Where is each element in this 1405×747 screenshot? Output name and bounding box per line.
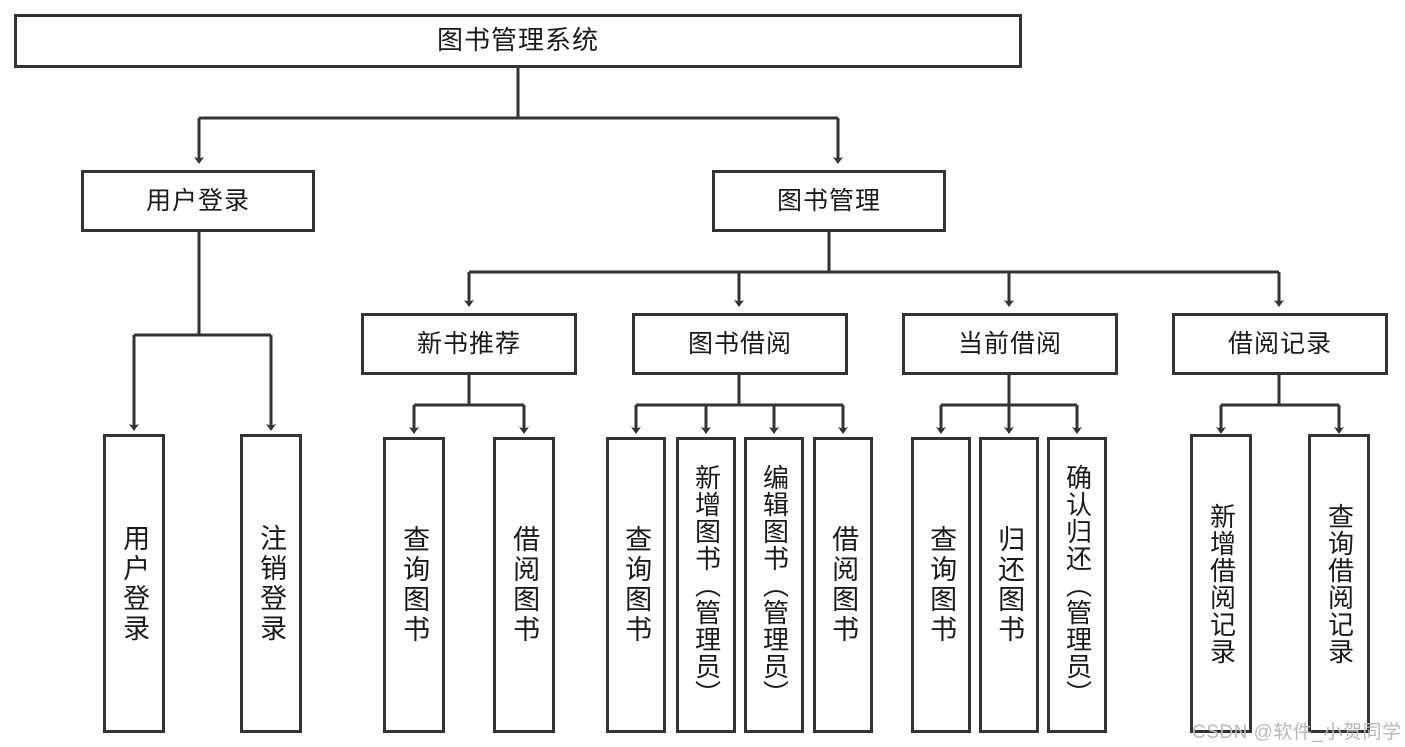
node-leaf-query-borrow-record[interactable]: 查询借阅记录 <box>1308 434 1370 733</box>
node-current-borrow[interactable]: 当前借阅 <box>902 313 1118 375</box>
node-label: 当前借阅 <box>957 330 1062 358</box>
node-borrow-record[interactable]: 借阅记录 <box>1172 313 1388 375</box>
node-label: 新增图书（管理员） <box>691 463 722 707</box>
node-label: 查询图书 <box>926 525 957 645</box>
node-label: 借阅图书 <box>828 525 859 645</box>
node-label: 用户登录 <box>145 187 250 215</box>
node-label: 编辑图书（管理员） <box>759 463 790 707</box>
node-leaf-add-book-admin[interactable]: 新增图书（管理员） <box>676 437 736 733</box>
node-leaf-user-login[interactable]: 用户登录 <box>103 434 165 733</box>
node-label: 新书推荐 <box>416 330 521 358</box>
node-user-login[interactable]: 用户登录 <box>81 170 315 232</box>
node-leaf-borrow-book-recommend[interactable]: 借阅图书 <box>493 437 555 733</box>
node-leaf-query-book-borrow[interactable]: 查询图书 <box>606 437 666 733</box>
node-label: 图书管理系统 <box>436 25 599 56</box>
node-label: 确认归还（管理员） <box>1062 463 1093 707</box>
node-label: 图书借阅 <box>687 330 792 358</box>
node-label: 用户登录 <box>119 523 150 644</box>
node-label: 借阅记录 <box>1227 330 1332 358</box>
node-leaf-return-book[interactable]: 归还图书 <box>979 437 1039 733</box>
node-label: 注销登录 <box>256 523 287 644</box>
node-book-borrow[interactable]: 图书借阅 <box>632 313 848 375</box>
node-leaf-confirm-return-admin[interactable]: 确认归还（管理员） <box>1047 437 1107 733</box>
node-new-book-recommend[interactable]: 新书推荐 <box>361 313 577 375</box>
node-leaf-borrow-book[interactable]: 借阅图书 <box>813 437 873 733</box>
node-leaf-edit-book-admin[interactable]: 编辑图书（管理员） <box>744 437 804 733</box>
node-book-management[interactable]: 图书管理 <box>712 170 946 232</box>
node-label: 图书管理 <box>776 187 881 215</box>
node-root-book-management-system[interactable]: 图书管理系统 <box>14 14 1022 68</box>
node-label: 新增借阅记录 <box>1206 502 1237 665</box>
node-label: 查询借阅记录 <box>1324 502 1355 665</box>
node-label: 查询图书 <box>621 525 652 645</box>
node-leaf-add-borrow-record[interactable]: 新增借阅记录 <box>1190 434 1252 733</box>
node-leaf-query-book-current[interactable]: 查询图书 <box>911 437 971 733</box>
node-label: 借阅图书 <box>509 525 540 645</box>
node-label: 归还图书 <box>994 525 1025 645</box>
watermark-text: CSDN @软件_小贺同学 <box>1192 722 1402 743</box>
node-leaf-query-book-recommend[interactable]: 查询图书 <box>383 437 445 733</box>
node-leaf-logout[interactable]: 注销登录 <box>240 434 302 733</box>
node-label: 查询图书 <box>399 525 430 645</box>
